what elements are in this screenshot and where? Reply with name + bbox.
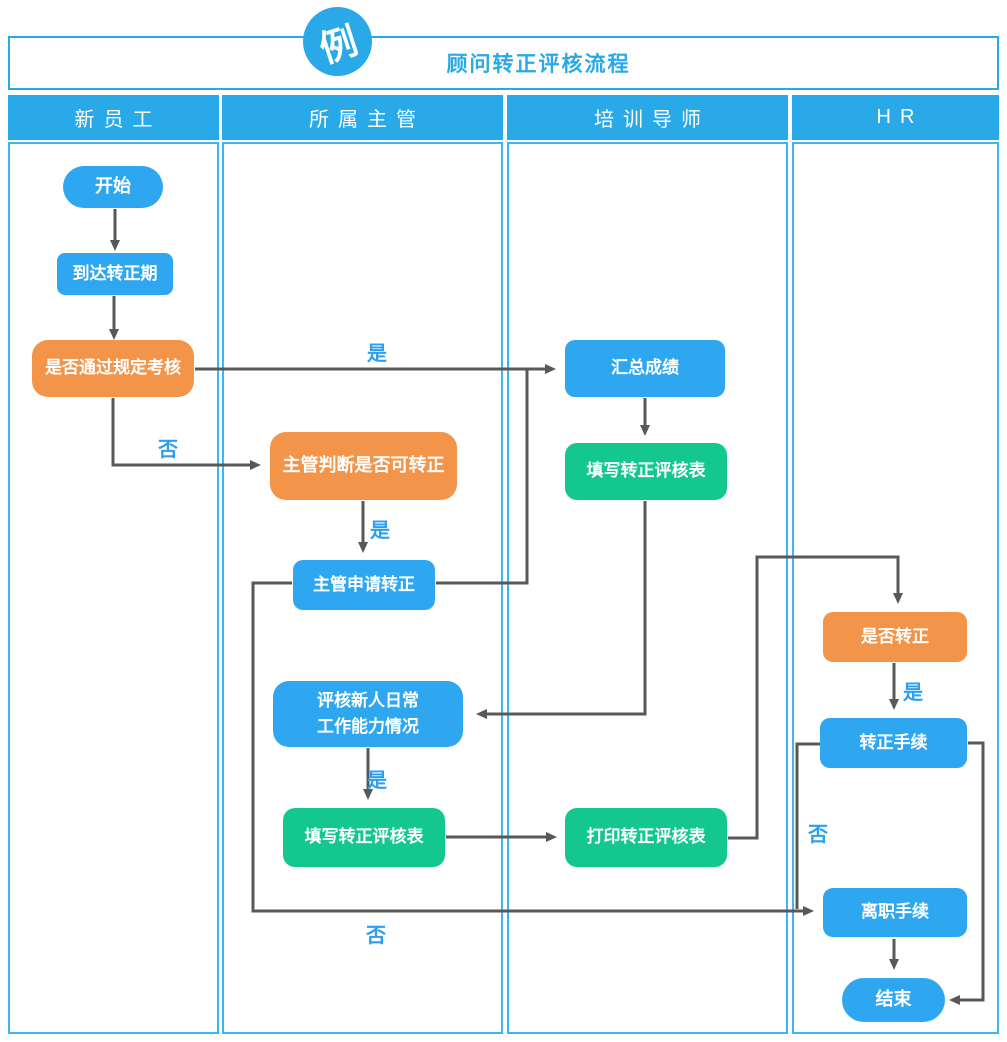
node-reach-probation-end: 到达转正期 [57,253,173,295]
example-badge-label: 例 [314,19,363,71]
node-supervisor-judge: 主管判断是否可转正 [270,432,457,500]
edge-label-isregular-yes: 是 [903,682,923,704]
edge-label-evaluate-yes: 是 [367,770,387,792]
node-is-regularized-label: 是否转正 [861,626,929,646]
edge-label-exam-yes: 是 [367,343,387,365]
edge-fill-mentor-to-evaluate [476,501,647,719]
node-print-review-form: 打印转正评核表 [565,808,727,867]
node-print-review-form-label: 打印转正评核表 [586,827,706,847]
node-start-label: 开始 [95,176,131,197]
edge-regular-to-end [949,741,985,1005]
edge-label-judge-yes: 是 [370,520,390,542]
node-regularization-procedure-label: 转正手续 [859,732,928,752]
node-supervisor-judge-label: 主管判断是否可转正 [282,455,445,476]
lane-header-new-employee: 新员工 [8,95,219,140]
node-supervisor-apply: 主管申请转正 [293,560,435,610]
node-pass-required-exam: 是否通过规定考核 [32,340,194,397]
node-supervisor-apply-label: 主管申请转正 [313,574,415,594]
edge-apply-no-to-resign [251,581,814,916]
node-fill-review-form-supervisor-label: 填写转正评核表 [304,827,424,847]
node-summarize-scores: 汇总成绩 [565,340,725,397]
node-end-label: 结束 [875,989,912,1010]
node-evaluate-daily-work-label-line1: 评核新人日常 [317,690,419,710]
edge-label-exam-no: 否 [158,439,178,461]
lane-body-hr [792,142,999,1034]
lane-header-mentor: 培训导师 [507,95,788,140]
node-is-regularized: 是否转正 [823,612,967,662]
edge-exam-no-to-judge [111,398,261,470]
edge-apply-to-summarize-segment [436,370,529,585]
edge-label-regular-no: 否 [808,824,828,846]
node-resignation-procedure: 离职手续 [823,888,967,937]
page-title: 顾问转正评核流程 [446,53,631,76]
node-fill-review-form-supervisor: 填写转正评核表 [283,808,445,867]
lane-header-hr: HR [792,95,999,140]
edge-print-to-isregular [728,555,903,840]
node-evaluate-daily-work: 评核新人日常 工作能力情况 [273,681,463,747]
node-fill-review-form-mentor-label: 填写转正评核表 [586,461,706,481]
lane-hr: HR [792,95,999,1034]
edge-label-apply-no: 否 [366,925,386,947]
edge-regular-no-segment [795,742,820,909]
node-regularization-procedure: 转正手续 [820,718,967,768]
lane-body-mentor [507,142,788,1034]
node-resignation-procedure-label: 离职手续 [861,902,929,922]
node-evaluate-daily-work-label-line2: 工作能力情况 [317,717,419,736]
node-start: 开始 [63,166,163,208]
example-badge: 例 [303,7,372,76]
node-fill-review-form-mentor: 填写转正评核表 [565,443,727,500]
title-box: 顾问转正评核流程 [8,36,999,90]
node-reach-probation-end-label: 到达转正期 [72,263,158,283]
lane-header-supervisor: 所属主管 [222,95,503,140]
node-summarize-scores-label: 汇总成绩 [611,358,679,378]
node-end: 结束 [842,978,945,1022]
lane-mentor: 培训导师 [507,95,788,1034]
node-pass-required-exam-label: 是否通过规定考核 [45,358,181,378]
